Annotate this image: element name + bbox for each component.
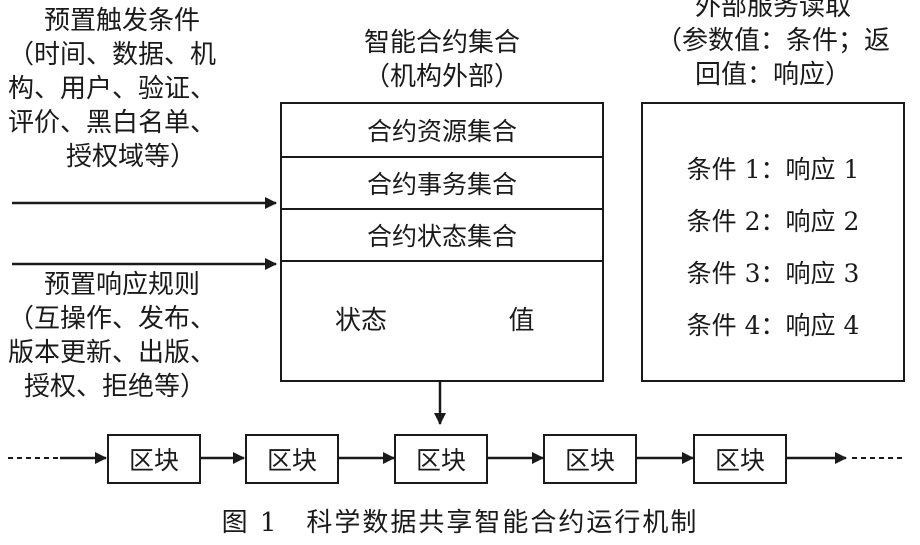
- contract-set-title: 智能合约集合 （机构外部）: [280, 26, 604, 94]
- block-4: 区块: [543, 434, 637, 484]
- contract-title-line: （机构外部）: [363, 62, 520, 92]
- contract-set-box: 合约资源集合 合约事务集合 合约状态集合: [280, 102, 604, 382]
- response-rules-text: 预置响应规则 （互操作、发布、 版本更新、出版、 授权、拒绝等）: [8, 268, 216, 404]
- block-1: 区块: [107, 434, 201, 484]
- condition-response-item: 条件 2：响应 2: [686, 207, 860, 236]
- response-line: （互操作、发布、: [8, 304, 217, 334]
- trigger-line: 授权域等）: [66, 142, 197, 172]
- contract-title-line: 智能合约集合: [363, 28, 520, 58]
- response-line: 版本更新、出版、: [8, 338, 217, 368]
- external-title-line: 回值：响应）: [694, 60, 851, 90]
- response-line: 授权、拒绝等）: [24, 372, 207, 402]
- contract-transaction-row: 合约事务集合: [282, 158, 602, 210]
- external-title-line: 外部服务读取: [694, 0, 851, 22]
- state-label: 状态: [334, 306, 387, 336]
- condition-response-item: 条件 1：响应 1: [686, 155, 860, 184]
- figure-caption: 图 1 科学数据共享智能合约运行机制: [221, 508, 699, 538]
- condition-response-item: 条件 4：响应 4: [686, 311, 860, 340]
- block-3: 区块: [394, 434, 488, 484]
- contract-resource-row: 合约资源集合: [282, 104, 602, 158]
- trigger-conditions-text: 预置触发条件 （时间、数据、机 构、用户、验证、 评价、黑白名单、 授权域等）: [8, 4, 216, 174]
- trigger-line: 评价、黑白名单、: [8, 108, 217, 138]
- condition-response-item: 条件 3：响应 3: [686, 259, 860, 288]
- external-service-title: 外部服务读取 （参数值：条件；返 回值：响应）: [630, 0, 916, 92]
- response-line: 预置响应规则: [44, 270, 201, 300]
- external-service-box: 条件 1：响应 1 条件 2：响应 2 条件 3：响应 3 条件 4：响应 4: [641, 102, 905, 382]
- contract-state-row: 合约状态集合: [282, 210, 602, 262]
- block-5: 区块: [693, 434, 787, 484]
- block-2: 区块: [245, 434, 339, 484]
- trigger-line: 构、用户、验证、: [8, 74, 217, 104]
- trigger-line: （时间、数据、机: [8, 40, 217, 70]
- value-label: 值: [508, 306, 535, 336]
- trigger-line: 预置触发条件: [44, 6, 201, 36]
- external-title-line: （参数值：条件；返: [655, 26, 890, 56]
